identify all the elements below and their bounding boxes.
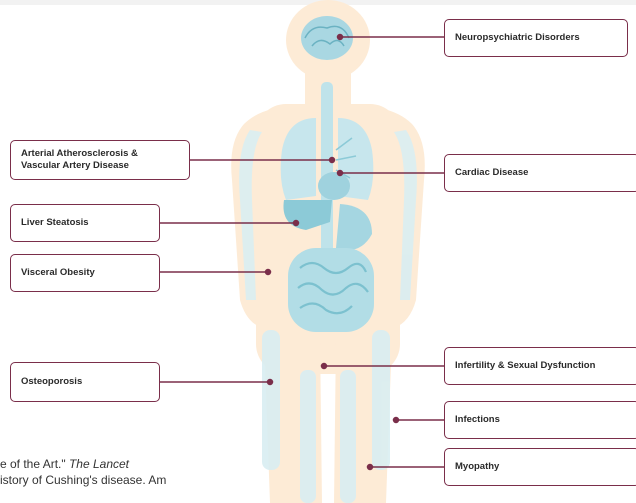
citation-text: e of the Art." The Lancet istory of Cush… [0, 456, 166, 488]
label-neuropsychiatric-disorders: Neuropsychiatric Disorders [444, 19, 628, 57]
citation-line2: istory of Cushing's disease. Am [0, 472, 166, 488]
label-cardiac-disease: Cardiac Disease [444, 154, 636, 192]
label-arterial-atherosclerosis: Arterial Atherosclerosis & Vascular Arte… [10, 140, 190, 180]
citation-line1-italic: The Lancet [69, 457, 129, 471]
label-myopathy: Myopathy [444, 448, 636, 486]
intestines [288, 248, 374, 332]
brain-organ [301, 16, 353, 60]
label-osteoporosis: Osteoporosis [10, 362, 160, 402]
label-infertility-sexual-dysfunction: Infertility & Sexual Dysfunction [444, 347, 636, 385]
citation-line1-prefix: e of the Art." [0, 457, 69, 471]
label-liver-steatosis: Liver Steatosis [10, 204, 160, 242]
label-infections: Infections [444, 401, 636, 439]
heart [318, 172, 350, 200]
label-visceral-obesity: Visceral Obesity [10, 254, 160, 292]
